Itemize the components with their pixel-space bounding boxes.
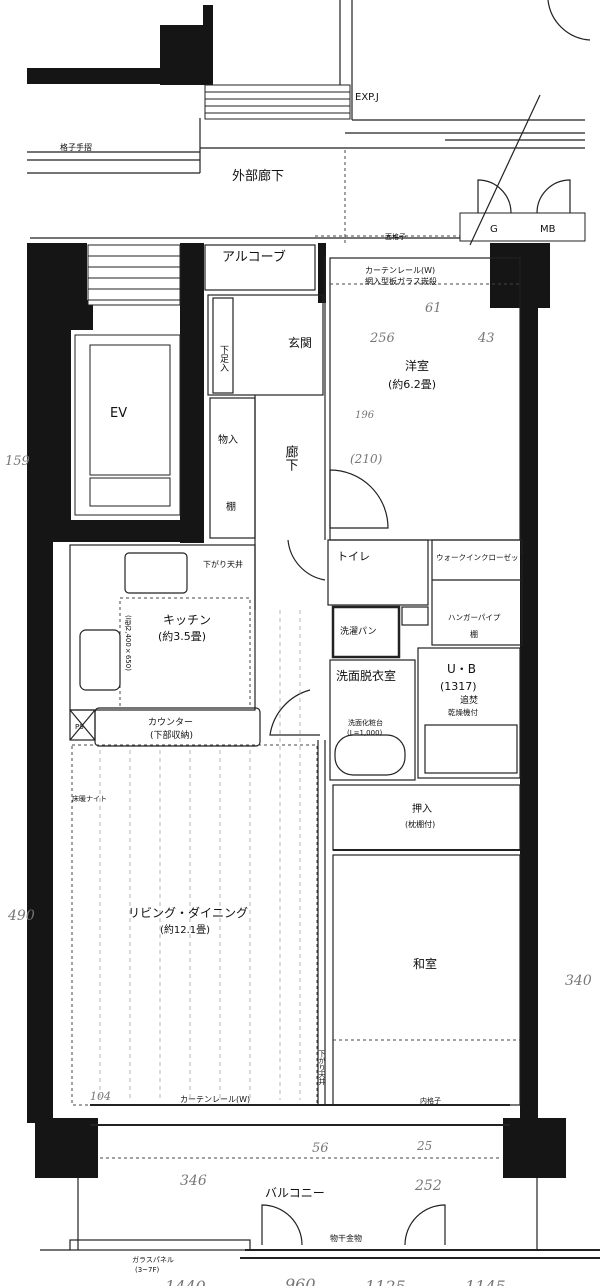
unit-bath-size: (1317) — [440, 680, 477, 693]
gas-label: G — [490, 224, 498, 235]
svg-text:196: 196 — [355, 410, 375, 421]
ps-label: PS — [75, 723, 84, 731]
svg-text:1125: 1125 — [365, 1277, 406, 1286]
handwritten-dimensions: 256 61 43 196 (210) 159 490 340 346 252 … — [5, 301, 592, 1286]
glass-panel-floors: (3~7F) — [135, 1266, 160, 1274]
floor-boards — [99, 610, 301, 1100]
entrance-label: 玄関 — [288, 335, 312, 350]
western-room-size: (約6.2畳) — [388, 377, 436, 391]
hallway-label: 廊下 — [283, 444, 299, 471]
western-room-label: 洋室 — [405, 358, 429, 373]
interior-partitions — [69, 244, 523, 1159]
closet-sub-label: (枕棚付) — [405, 819, 435, 829]
floor-heat-label: 床暖ナイト — [72, 794, 107, 803]
dryer-label: 乾燥機付 — [448, 707, 478, 717]
lowered-ceiling2-label: 下がり天井 — [318, 1050, 326, 1086]
walk-in-closet-label: ウォークインクローゼット — [436, 552, 526, 562]
washing-pan-label: 洗濯パン — [340, 625, 376, 637]
hanger-pipe-label: ハンガーパイプ — [448, 612, 501, 622]
lowered-ceiling-label: 下がり天井 — [203, 559, 243, 569]
svg-text:1145: 1145 — [465, 1277, 506, 1286]
elevator-label: EV — [110, 406, 127, 421]
inner-lattice-label: 内格子 — [420, 1096, 441, 1105]
closet-label: 押入 — [412, 802, 432, 815]
balcony-structure — [40, 1178, 600, 1259]
clothes-hanger-label: 物干金物 — [330, 1233, 362, 1243]
washroom-label: 洗面脱衣室 — [336, 668, 396, 683]
alcove-label: アルコーブ — [222, 249, 286, 265]
svg-text:1440: 1440 — [165, 1277, 206, 1286]
living-label: リビング・ダイニング — [128, 905, 248, 920]
svg-text:490: 490 — [7, 908, 35, 924]
svg-text:104: 104 — [90, 1090, 111, 1103]
svg-text:346: 346 — [180, 1173, 207, 1189]
svg-text:252: 252 — [414, 1178, 442, 1194]
walls — [27, 243, 566, 1178]
railing-label: 格子手摺 — [60, 142, 92, 152]
svg-text:(210): (210) — [350, 452, 383, 466]
glass-top-label: 網入型板ガラス嵌殺 — [365, 276, 437, 286]
kitchen-dim-label: (I型2,400×650) — [124, 615, 132, 671]
face-lattice-label: 面格子 — [385, 232, 406, 241]
curtain-rail-label: カーテンレール(W) — [180, 1095, 250, 1104]
shoe-box-label: 下足入 — [218, 345, 229, 372]
vanity-size: (L=1,000) — [347, 729, 383, 737]
vanity-label: 洗面化粧台 — [348, 718, 383, 727]
unit-bath-label: U・B — [447, 662, 476, 676]
svg-text:256: 256 — [369, 331, 395, 346]
svg-text:61: 61 — [425, 301, 442, 316]
storage-label: 物入 — [218, 433, 238, 446]
glass-panel-label: ガラスパネル — [132, 1255, 174, 1264]
exterior-structure — [27, 0, 591, 246]
counter-label: カウンター — [148, 717, 193, 728]
expansion-joint-label: EXP.J — [355, 92, 379, 103]
living-size: (約12.1畳) — [160, 923, 210, 936]
svg-text:43: 43 — [477, 331, 495, 346]
svg-text:960: 960 — [285, 1275, 316, 1286]
reheat-label: 追焚 — [460, 694, 478, 706]
shelf-label: 棚 — [226, 500, 236, 513]
stair-and-elevator — [74, 244, 181, 516]
toilet-label: トイレ — [337, 550, 370, 563]
svg-text:340: 340 — [565, 973, 592, 989]
counter-sub-label: (下部収納) — [150, 729, 193, 741]
svg-text:56: 56 — [312, 1141, 329, 1156]
svg-text:25: 25 — [416, 1139, 432, 1153]
corridor-label: 外部廊下 — [232, 168, 284, 184]
svg-text:159: 159 — [5, 454, 30, 469]
balcony-label: バルコニー — [265, 1186, 325, 1200]
curtain-rail-top-label: カーテンレール(W) — [365, 266, 435, 275]
japanese-room-label: 和室 — [413, 956, 437, 971]
kitchen-size: (約3.5畳) — [158, 629, 206, 643]
meter-box-label: MB — [540, 224, 556, 235]
kitchen-label: キッチン — [163, 613, 211, 627]
shelf2-label: 棚 — [470, 629, 478, 639]
